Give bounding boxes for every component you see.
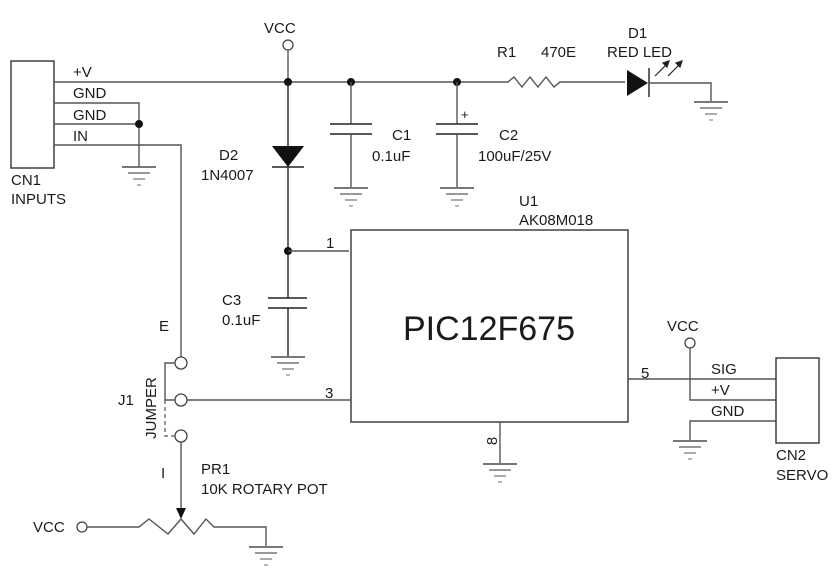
cn2-pin-label: +V — [711, 382, 730, 399]
u1-part-code: AK08M018 — [519, 212, 593, 229]
d1-led-icon — [627, 70, 648, 96]
jumper-terminal-common[interactable] — [174, 393, 188, 407]
c3-value: 0.1uF — [222, 312, 260, 329]
cn2-ref: CN2 — [776, 447, 806, 464]
jumper-link-inactive — [164, 400, 175, 437]
cn2-connector: SIG +V GND CN2 SERVO — [711, 357, 828, 484]
cn1-pin-label: GND — [73, 107, 107, 124]
vcc-label: VCC — [667, 318, 699, 335]
d1-value: RED LED — [607, 44, 672, 61]
u1-pin1-label: 1 — [326, 235, 334, 252]
ground-icon — [333, 187, 369, 207]
r1-ref: R1 — [497, 44, 516, 61]
d1-gnd-wire — [649, 82, 712, 102]
cn1-body — [10, 60, 55, 169]
u1-pin8-label: 8 — [484, 437, 501, 445]
ground-icon — [482, 463, 518, 483]
ground-icon — [270, 356, 306, 376]
pr1-ref: PR1 — [201, 461, 230, 478]
vcc-terminal-icon — [76, 521, 88, 533]
pr1-value: 10K ROTARY POT — [201, 481, 328, 498]
j1-pos-i: I — [161, 465, 165, 482]
cn2-body — [775, 357, 820, 444]
cn1-pin-label: +V — [73, 64, 92, 81]
u1-name: PIC12F675 — [403, 310, 575, 348]
j1-jumper[interactable] — [164, 356, 188, 443]
c1-ref: C1 — [392, 127, 411, 144]
cn1-in-wire — [54, 144, 182, 357]
ground-icon — [439, 187, 475, 207]
jumper-link-active — [164, 362, 175, 401]
c3-ref: C3 — [222, 292, 241, 309]
c1-value: 0.1uF — [372, 148, 410, 165]
j1-name: JUMPER — [143, 377, 160, 439]
c2-ref: C2 — [499, 127, 518, 144]
junction-dot — [135, 120, 143, 128]
u1-ref: U1 — [519, 193, 538, 210]
u1-pin3-label: 3 — [325, 385, 333, 402]
pr1-potentiometer-icon — [87, 517, 267, 547]
cn2-pin-label: SIG — [711, 361, 737, 378]
d2-value: 1N4007 — [201, 167, 254, 184]
d1-ref: D1 — [628, 25, 647, 42]
ground-icon — [121, 166, 157, 186]
vcc-terminal-icon — [684, 337, 696, 349]
cn1-pin-label: IN — [73, 128, 88, 145]
pot-wiper-arrow-icon — [176, 508, 186, 519]
jumper-terminal-i[interactable] — [174, 429, 188, 443]
light-emission-icon — [654, 60, 683, 77]
vcc-label: VCC — [33, 519, 65, 536]
cn1-name: INPUTS — [11, 191, 66, 208]
j1-ref: J1 — [118, 392, 134, 409]
jumper-terminal-e[interactable] — [174, 356, 188, 370]
vcc-terminal-icon — [282, 39, 294, 51]
u1-ic-body — [350, 229, 629, 423]
r1-value: 470E — [541, 44, 576, 61]
c2-polarity: + — [461, 107, 469, 122]
ground-icon — [248, 546, 284, 566]
j1-pos-e: E — [159, 318, 169, 335]
cn2-pin-label: GND — [711, 403, 745, 420]
servo-vplus-wire — [689, 348, 776, 401]
servo-gnd-wire — [689, 420, 776, 441]
c2-value: 100uF/25V — [478, 148, 551, 165]
u1-pin5-label: 5 — [641, 365, 649, 382]
ground-icon — [693, 101, 729, 121]
cn2-name: SERVO — [776, 467, 828, 484]
r1-resistor-icon — [503, 75, 625, 89]
cn1-connector: +V GND GND IN CN1 INPUTS — [10, 60, 107, 208]
cn1-ref: CN1 — [11, 172, 41, 189]
vcc-label: VCC — [264, 20, 296, 37]
d2-ref: D2 — [219, 147, 238, 164]
d2-diode-icon — [272, 146, 304, 167]
cn1-pin-label: GND — [73, 85, 107, 102]
ground-icon — [672, 440, 708, 460]
